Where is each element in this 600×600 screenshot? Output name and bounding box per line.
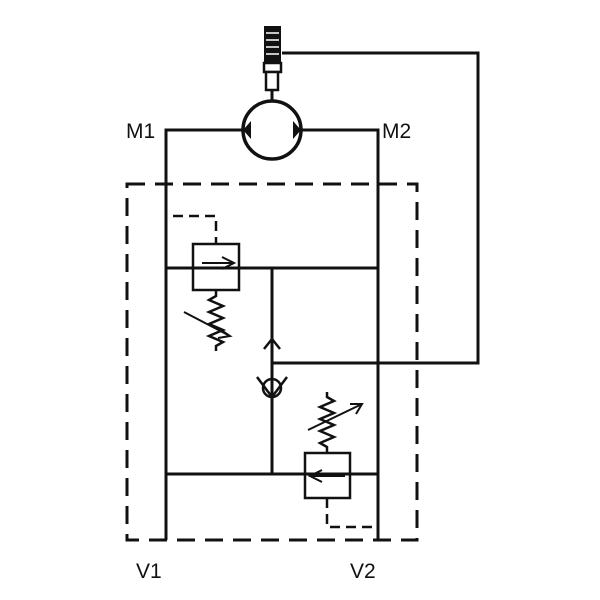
relief-valve-2-pilot	[325, 498, 378, 529]
relief-valve-1-arrow	[202, 256, 237, 270]
valve-block-housing	[125, 182, 419, 542]
flow-arrow-up	[263, 336, 281, 350]
brake-cylinder-icon	[262, 26, 283, 92]
line-m2	[301, 128, 380, 540]
relief-valve-2-arrow	[307, 469, 345, 483]
check-valve-seat	[256, 376, 288, 400]
port-label-v2: V2	[350, 560, 376, 583]
port-label-m1: M1	[126, 120, 156, 143]
line-m1	[164, 128, 243, 540]
brake-pilot-line	[272, 51, 480, 365]
motor-port-triangle-left	[243, 121, 251, 139]
port-label-m2: M2	[382, 120, 412, 143]
relief-valve-2-adjust-arrow	[307, 403, 364, 431]
relief-valve-1-spring	[205, 290, 227, 351]
port-label-v1: V1	[136, 560, 162, 583]
motor-port-triangle-right	[293, 121, 301, 139]
relief-valve-2-spring	[316, 392, 338, 453]
relief-valve-1-adjust-arrow	[183, 311, 233, 339]
